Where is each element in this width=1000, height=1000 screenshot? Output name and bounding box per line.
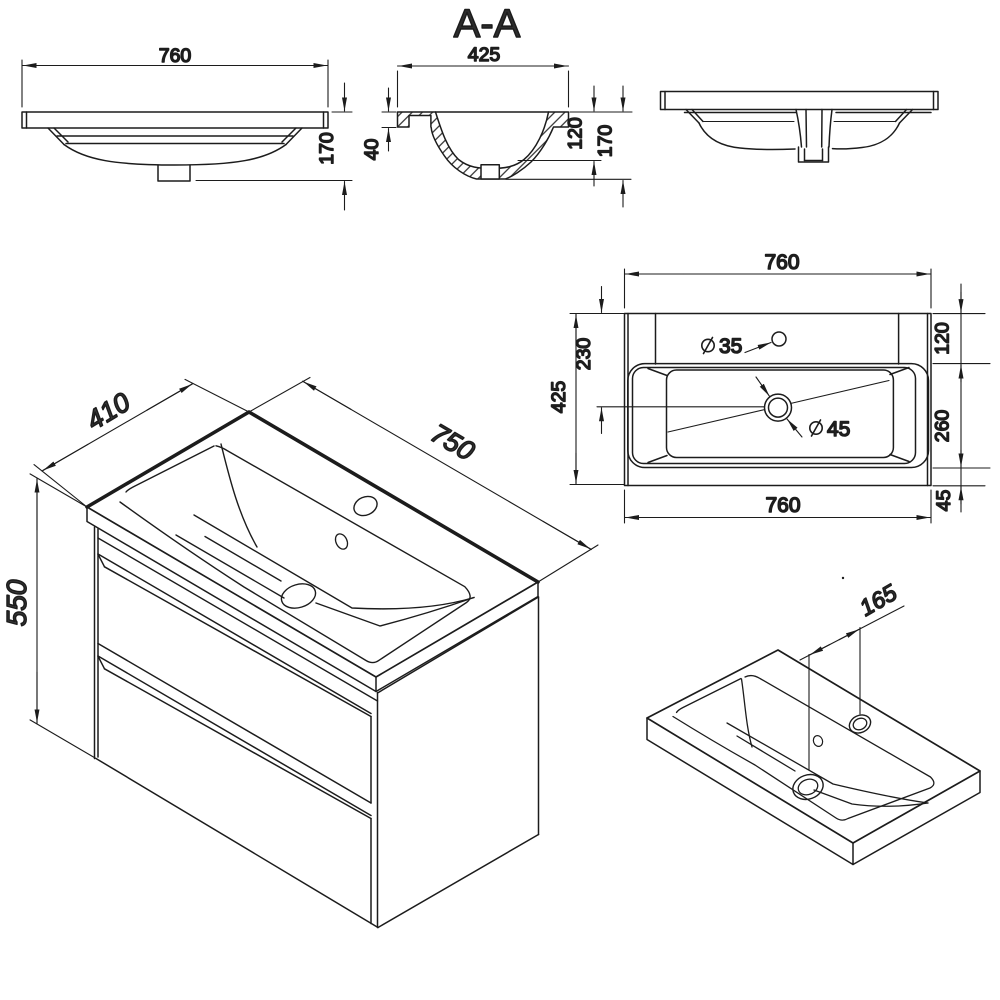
svg-text:425: 425 bbox=[548, 381, 570, 414]
svg-text:760: 760 bbox=[765, 494, 800, 517]
svg-text:45: 45 bbox=[933, 490, 955, 512]
svg-text:165: 165 bbox=[855, 579, 901, 621]
svg-text:750: 750 bbox=[426, 418, 480, 467]
svg-text:230: 230 bbox=[573, 338, 595, 371]
svg-text:35: 35 bbox=[719, 335, 742, 358]
svg-text:550: 550 bbox=[1, 579, 32, 626]
svg-text:40: 40 bbox=[361, 139, 383, 161]
svg-text:410: 410 bbox=[81, 387, 135, 436]
svg-text:120: 120 bbox=[932, 322, 954, 355]
svg-text:A-A: A-A bbox=[454, 2, 521, 46]
svg-text:760: 760 bbox=[159, 45, 192, 67]
svg-text:260: 260 bbox=[932, 410, 954, 443]
svg-text:760: 760 bbox=[764, 251, 799, 274]
svg-text:120: 120 bbox=[565, 117, 587, 150]
svg-text:170: 170 bbox=[316, 132, 338, 165]
svg-text:170: 170 bbox=[595, 125, 617, 158]
svg-text:45: 45 bbox=[827, 418, 850, 441]
svg-text:425: 425 bbox=[468, 44, 501, 66]
